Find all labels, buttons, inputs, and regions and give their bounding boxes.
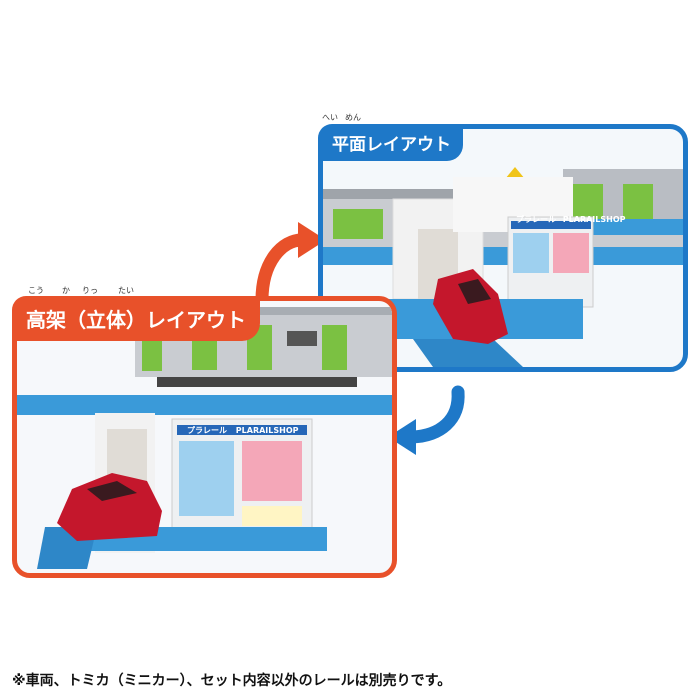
- flat-title-ruby-1: へい: [322, 113, 338, 122]
- elevated-layout-title: 高架（立体）レイアウト: [12, 296, 260, 341]
- elevated-layout-scene: [17, 307, 392, 569]
- elevated-title-ruby-2: か: [62, 286, 70, 295]
- flat-layout-title: 平面レイアウト: [318, 124, 463, 161]
- flat-shop-name: PLARAILSHOP: [562, 215, 626, 224]
- elevated-title-ruby-1: こう: [28, 286, 44, 295]
- elevated-shop-name: PLARAILSHOP: [235, 426, 299, 435]
- flat-title-ruby-2: めん: [345, 113, 361, 122]
- elevated-layout-panel: プラレール PLARAILSHOP: [12, 296, 397, 578]
- elevated-title-ruby-4: たい: [118, 286, 134, 295]
- elevated-title-ruby-3: りっ: [82, 286, 98, 295]
- footer-note: ※車両、トミカ（ミニカー）、セット内容以外のレールは別売りです。: [12, 673, 452, 689]
- flat-shop-brand: プラレール: [516, 215, 556, 224]
- flat-layout-scene: [323, 167, 683, 367]
- elevated-shop-brand: プラレール: [187, 426, 227, 435]
- flat-layout-panel: プラレール PLARAILSHOP: [318, 124, 688, 372]
